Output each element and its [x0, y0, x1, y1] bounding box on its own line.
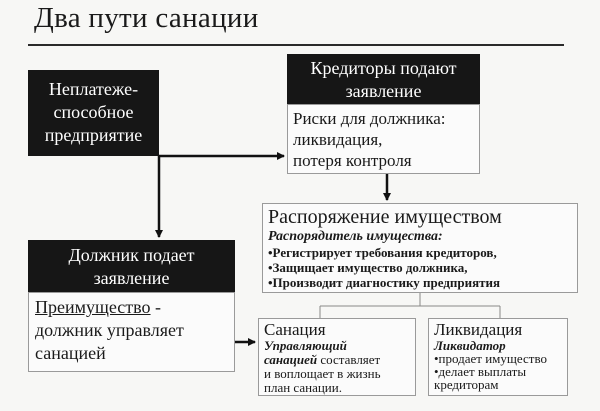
- management-duties: •Регистрирует требования кредиторов, •За…: [268, 245, 501, 290]
- liquidator-label: Ликвидатор: [434, 338, 506, 353]
- creditors-header: Кредиторы подают заявление: [287, 54, 480, 104]
- sanation-manager: Управляющий санацией: [264, 338, 347, 367]
- creditors-risks: Риски для должника: ликвидация, потеря к…: [287, 104, 480, 174]
- debtor-advantage-box: Преимущество - должник управляет санацие…: [28, 292, 235, 372]
- property-management-box: Распоряжение имуществом Распорядитель им…: [262, 203, 578, 293]
- debtor-header: Должник подает заявление: [28, 240, 235, 292]
- sanation-description: Управляющий санацией составляет и воплощ…: [264, 339, 415, 395]
- insolvent-enterprise-box: Неплатеже- способное предприятие: [28, 70, 159, 156]
- advantage-text: - должник управляет санацией: [35, 297, 184, 363]
- sanation-title: Санация: [264, 320, 326, 339]
- management-subtitle: Распорядитель имущества:: [268, 229, 443, 244]
- liquidation-duties: •продает имущество •делает выплаты креди…: [434, 351, 548, 392]
- sanation-box: Санация Управляющий санацией составляет …: [258, 318, 416, 396]
- page-title: Два пути санации: [34, 2, 259, 34]
- liquidation-title: Ликвидация: [434, 320, 523, 339]
- sanation-text: составляет и воплощает в жизнь план сана…: [264, 352, 381, 395]
- liquidation-box: Ликвидация Ликвидатор •продает имущество…: [428, 318, 568, 396]
- advantage-title: Преимущество: [35, 297, 151, 317]
- title-underline: [28, 44, 564, 46]
- management-title: Распоряжение имуществом: [268, 206, 502, 228]
